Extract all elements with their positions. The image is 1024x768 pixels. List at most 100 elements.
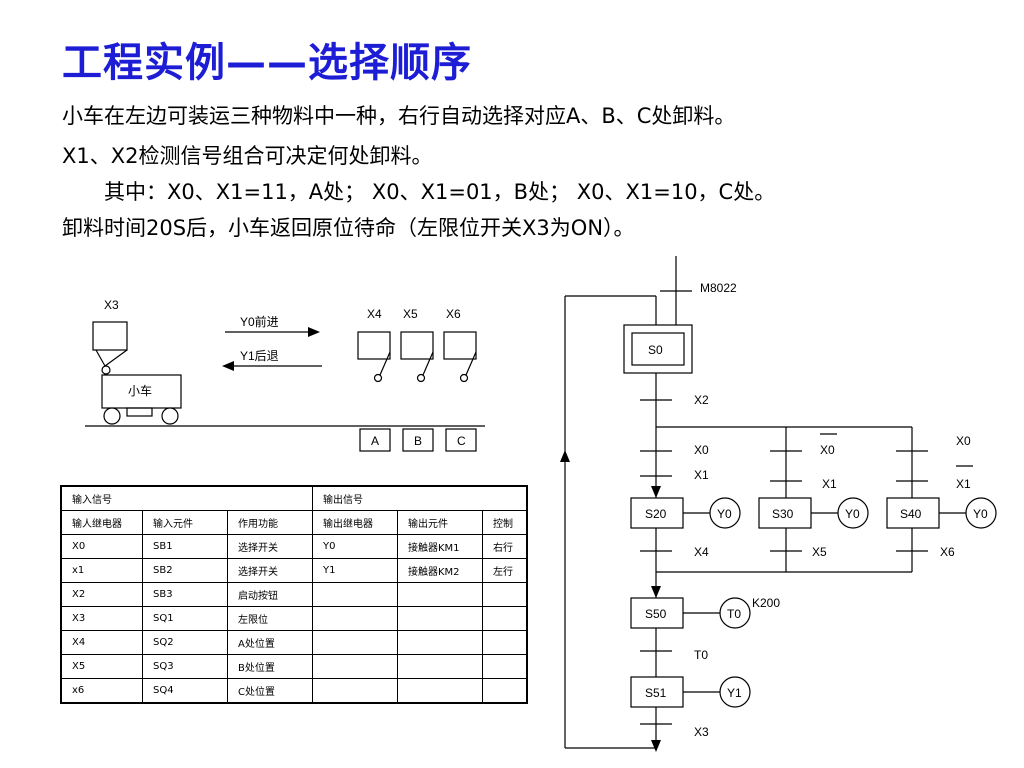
cart-wheel-right bbox=[161, 407, 179, 425]
branch2-x0-bar-label: X0 bbox=[820, 443, 835, 457]
x4-label: X4 bbox=[694, 545, 709, 559]
cart-wheel-left bbox=[103, 407, 121, 425]
table-cell: B处位置 bbox=[227, 654, 313, 679]
forward-arrow-head bbox=[308, 327, 320, 337]
x3-condition-label: X3 bbox=[694, 725, 709, 739]
sensor-label-x6: X6 bbox=[446, 307, 461, 321]
station-label-b: B bbox=[414, 434, 422, 448]
s50-label: S50 bbox=[645, 607, 667, 621]
table-cell bbox=[397, 582, 483, 607]
page-title: 工程实例——选择顺序 bbox=[62, 40, 472, 86]
table-row: x1 SB2 选择开关 Y1 接触器KM2 左行 bbox=[60, 558, 528, 583]
branch2-x1-label: X1 bbox=[822, 477, 837, 491]
table-cell: SB3 bbox=[142, 582, 228, 607]
table-cell: X0 bbox=[60, 534, 143, 559]
y0-label-s20: Y0 bbox=[717, 507, 732, 521]
table-cell: X4 bbox=[60, 630, 143, 655]
table-cell: 接触器KM2 bbox=[397, 558, 483, 583]
table-cell: 右行 bbox=[482, 534, 528, 559]
t0-label: T0 bbox=[727, 607, 741, 621]
x2-label: X2 bbox=[694, 393, 709, 407]
backward-arrow-head bbox=[222, 361, 234, 371]
table-cell bbox=[312, 582, 398, 607]
x3-label: X3 bbox=[104, 298, 119, 312]
s51-label: S51 bbox=[645, 686, 667, 700]
x6-label: X6 bbox=[940, 545, 955, 559]
table-cell: SQ3 bbox=[142, 654, 228, 679]
sensor-label-x5: X5 bbox=[403, 307, 418, 321]
y1-label: Y1 bbox=[727, 686, 742, 700]
table-cell: SB1 bbox=[142, 534, 228, 559]
step-s0 bbox=[623, 324, 693, 374]
backward-label: Y1后退 bbox=[240, 349, 279, 363]
table-cell bbox=[312, 606, 398, 631]
table-cell: SQ2 bbox=[142, 630, 228, 655]
table-row: X4 SQ2 A处位置 bbox=[60, 630, 528, 655]
table-cell: SB2 bbox=[142, 558, 228, 583]
table-cell bbox=[482, 678, 528, 704]
table-cell: X5 bbox=[60, 654, 143, 679]
table-cell bbox=[482, 654, 528, 679]
sensor-x5 bbox=[400, 331, 434, 360]
output-y1-s51 bbox=[719, 676, 751, 708]
table-cell: SQ4 bbox=[142, 678, 228, 704]
output-y0-s40 bbox=[965, 497, 997, 529]
table-row: X3 SQ1 左限位 bbox=[60, 606, 528, 631]
station-a bbox=[359, 428, 391, 452]
output-signal-header: 输出信号 bbox=[312, 485, 528, 511]
station-label-a: A bbox=[371, 434, 379, 448]
cart-label: 小车 bbox=[128, 383, 152, 398]
table-cell bbox=[482, 606, 528, 631]
arrow-into-s50 bbox=[651, 586, 661, 598]
x5-label: X5 bbox=[812, 545, 827, 559]
table-cell: X3 bbox=[60, 606, 143, 631]
table-cell: 选择开关 bbox=[227, 534, 313, 559]
description-line-4: 卸料时间20S后，小车返回原位待命（左限位开关X3为ON）。 bbox=[62, 216, 635, 240]
sensor-label-x4: X4 bbox=[367, 307, 382, 321]
y0-label-s30: Y0 bbox=[845, 507, 860, 521]
branch1-x0-label: X0 bbox=[694, 443, 709, 457]
arrow-into-s20 bbox=[651, 486, 661, 498]
s0-label: S0 bbox=[648, 343, 663, 357]
cart-diagram: X3 Y0前进 Y1后退 小车 X4 X5 X6 A B C bbox=[85, 298, 485, 452]
input-signal-header: 输入信号 bbox=[60, 485, 313, 511]
output-y0-s20 bbox=[709, 497, 741, 529]
table-cell: SQ1 bbox=[142, 606, 228, 631]
station-b bbox=[402, 428, 434, 452]
table-cell bbox=[397, 654, 483, 679]
table-cell: 接触器KM1 bbox=[397, 534, 483, 559]
table-cell bbox=[312, 630, 398, 655]
sfc-diagram: M8022 S0 X2 X0 X1 X0 X1 X0 X1 S20 S30 S4… bbox=[560, 256, 997, 752]
branch3-x1-bar-label: X1 bbox=[956, 477, 971, 491]
sensor-x4 bbox=[357, 331, 391, 360]
table-cell: C处位置 bbox=[227, 678, 313, 704]
s30-label: S30 bbox=[772, 507, 794, 521]
table-row: X0 SB1 选择开关 Y0 接触器KM1 右行 bbox=[60, 534, 528, 559]
table-column-header-row: 输人继电器 输入元件 作用功能 输出继电器 输出元件 控制 bbox=[60, 510, 528, 535]
table-cell: 选择开关 bbox=[227, 558, 313, 583]
column-header: 输出继电器 bbox=[312, 510, 398, 535]
station-label-c: C bbox=[457, 434, 466, 448]
timer-t0 bbox=[719, 597, 751, 629]
y0-label-s40: Y0 bbox=[973, 507, 988, 521]
output-y0-s30 bbox=[837, 497, 869, 529]
description-line-1: 小车在左边可装运三种物料中一种，右行自动选择对应A、B、C处卸料。 bbox=[62, 104, 736, 128]
table-group-header-row: 输入信号 输出信号 bbox=[60, 485, 528, 511]
column-header: 控制 bbox=[482, 510, 528, 535]
table-cell: 左限位 bbox=[227, 606, 313, 631]
table-row: X2 SB3 启动按钮 bbox=[60, 582, 528, 607]
table-cell: X2 bbox=[60, 582, 143, 607]
loop-arrow-up bbox=[560, 450, 570, 462]
description-line-2: X1、X2检测信号组合可决定何处卸料。 bbox=[62, 144, 433, 168]
sensor-x6 bbox=[443, 331, 477, 360]
table-cell bbox=[397, 630, 483, 655]
station-c bbox=[445, 428, 477, 452]
column-header: 输人继电器 bbox=[60, 510, 143, 535]
table-row: x6 SQ4 C处位置 bbox=[60, 678, 528, 704]
io-table: 输入信号 输出信号 输人继电器 输入元件 作用功能 输出继电器 输出元件 控制 … bbox=[60, 485, 528, 704]
table-cell bbox=[482, 582, 528, 607]
k200-label: K200 bbox=[752, 596, 780, 610]
table-cell bbox=[312, 654, 398, 679]
table-cell: 启动按钮 bbox=[227, 582, 313, 607]
table-cell: Y0 bbox=[312, 534, 398, 559]
